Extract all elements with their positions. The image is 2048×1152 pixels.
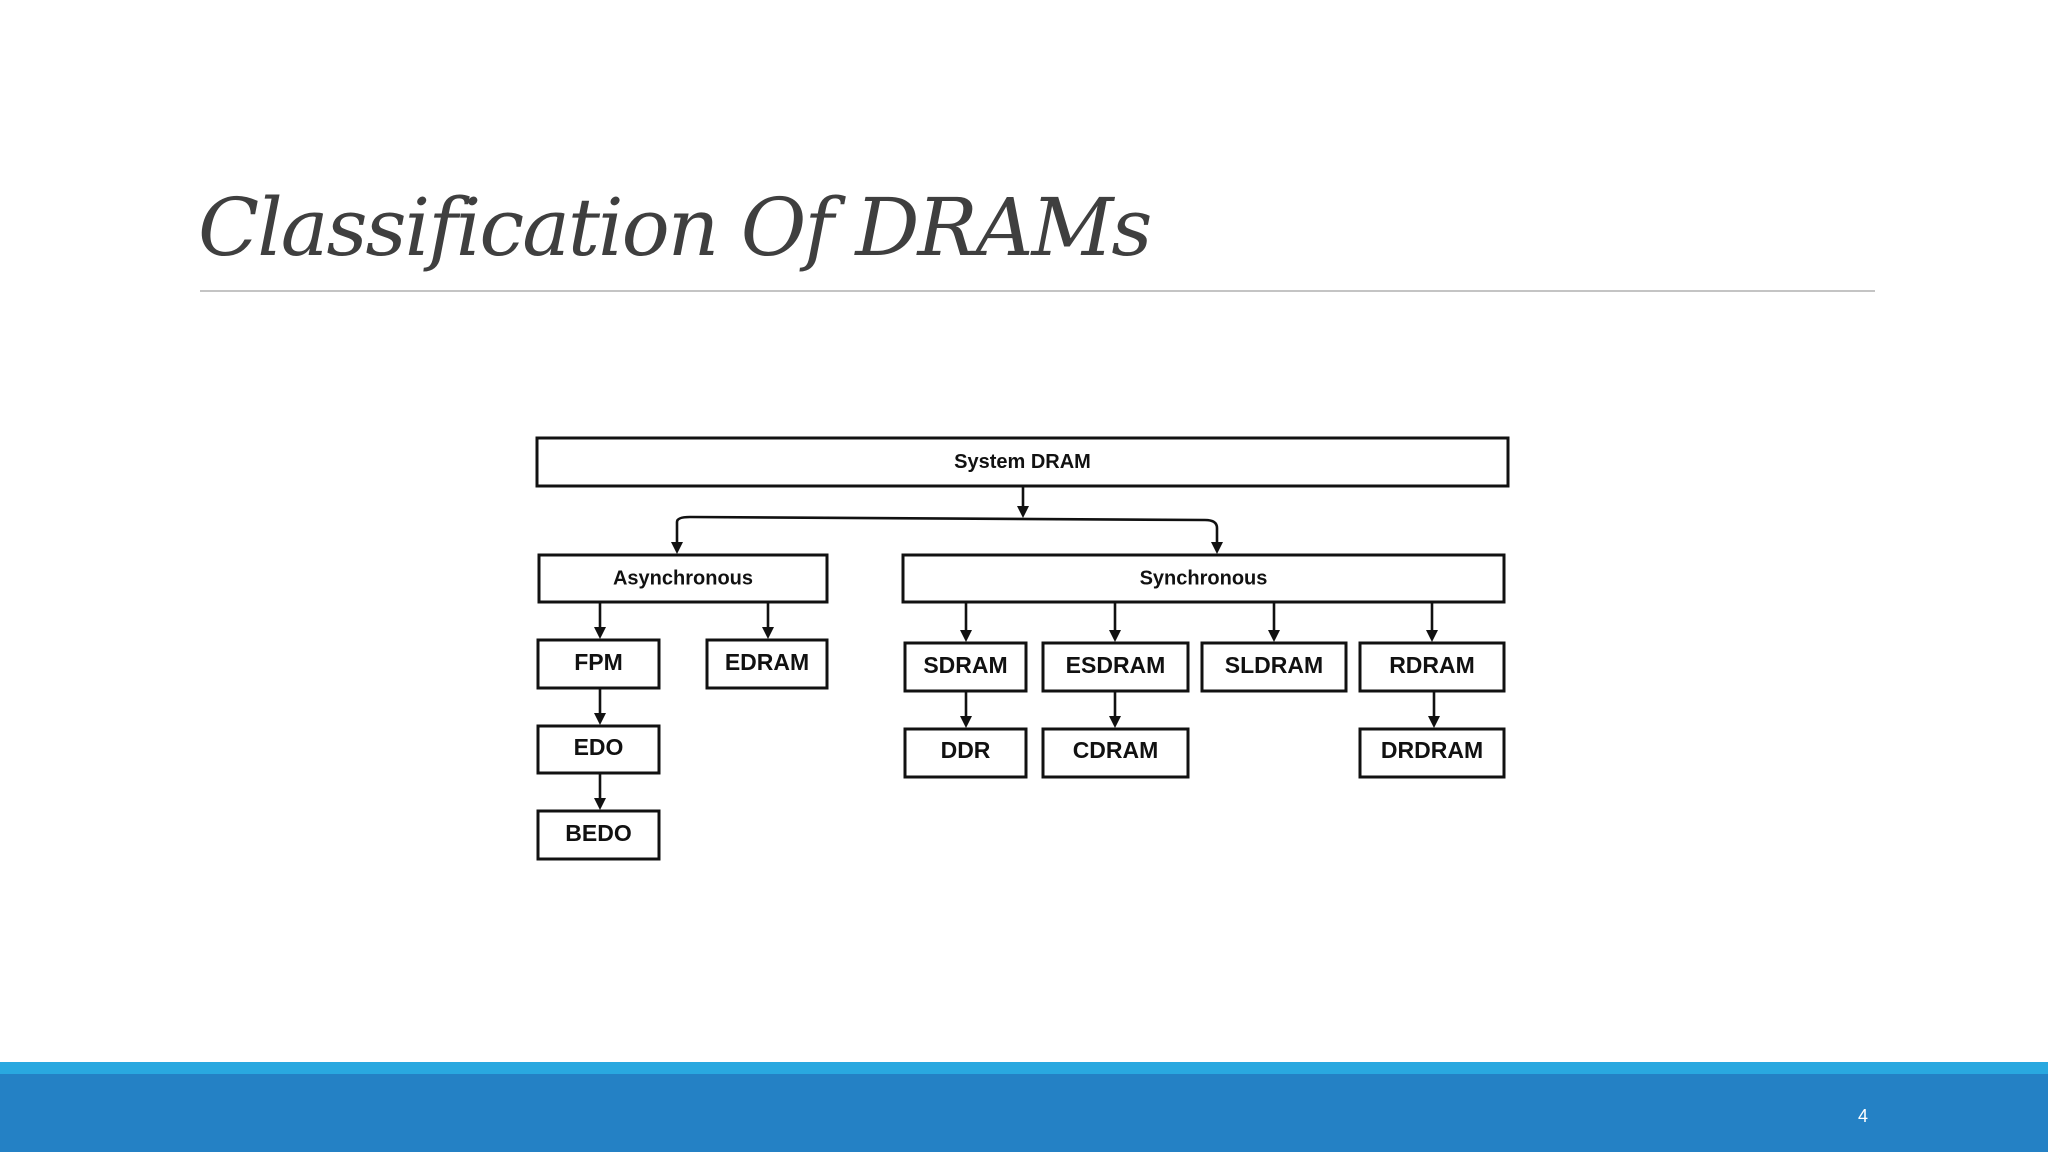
node-label: RDRAM [1389,652,1475,678]
node-sdram: SDRAM [903,641,1028,693]
node-asynchronous: Asynchronous [537,553,829,604]
node-label: Asynchronous [613,568,753,590]
arrowhead [1017,506,1029,518]
arrowhead [1211,542,1223,554]
node-label: BEDO [565,820,631,846]
arrowhead [1268,630,1280,642]
arrowhead [960,716,972,728]
node-label: SDRAM [923,652,1007,678]
footer-bar [0,1074,2048,1152]
diagram-edges [594,487,1440,810]
arrowhead [762,627,774,639]
node-cdram: CDRAM [1041,727,1190,779]
arrowhead [1109,716,1121,728]
node-edram: EDRAM [705,638,829,690]
node-rdram: RDRAM [1358,641,1506,693]
arrowhead [960,630,972,642]
node-label: EDRAM [725,649,809,675]
node-ddr: DDR [903,727,1028,779]
node-label: ESDRAM [1066,652,1166,678]
arrowhead [594,798,606,810]
title-divider [200,290,1875,292]
node-synchronous: Synchronous [901,553,1506,604]
node-system-dram: System DRAM [535,436,1510,488]
arrowhead [1109,630,1121,642]
node-label: DDR [941,737,991,763]
node-label: System DRAM [954,451,1091,473]
arrowhead [594,627,606,639]
node-label: EDO [574,734,624,760]
node-label: CDRAM [1073,737,1159,763]
slide-title: Classification Of DRAMs [198,181,1152,274]
node-fpm: FPM [536,638,661,690]
node-edo: EDO [536,724,661,775]
page-number: 4 [1858,1106,1869,1126]
node-bedo: BEDO [536,809,661,861]
arrowhead [1426,630,1438,642]
connector-line [675,515,1219,529]
node-sldram: SLDRAM [1200,641,1348,693]
node-drdram: DRDRAM [1358,727,1506,779]
node-esdram: ESDRAM [1041,641,1190,693]
node-label: DRDRAM [1381,737,1483,763]
arrowhead [594,713,606,725]
arrowhead [671,542,683,554]
node-label: Synchronous [1140,568,1268,590]
node-label: FPM [574,649,623,675]
arrowhead [1428,716,1440,728]
node-label: SLDRAM [1225,652,1323,678]
footer-accent-stripe [0,1062,2048,1074]
